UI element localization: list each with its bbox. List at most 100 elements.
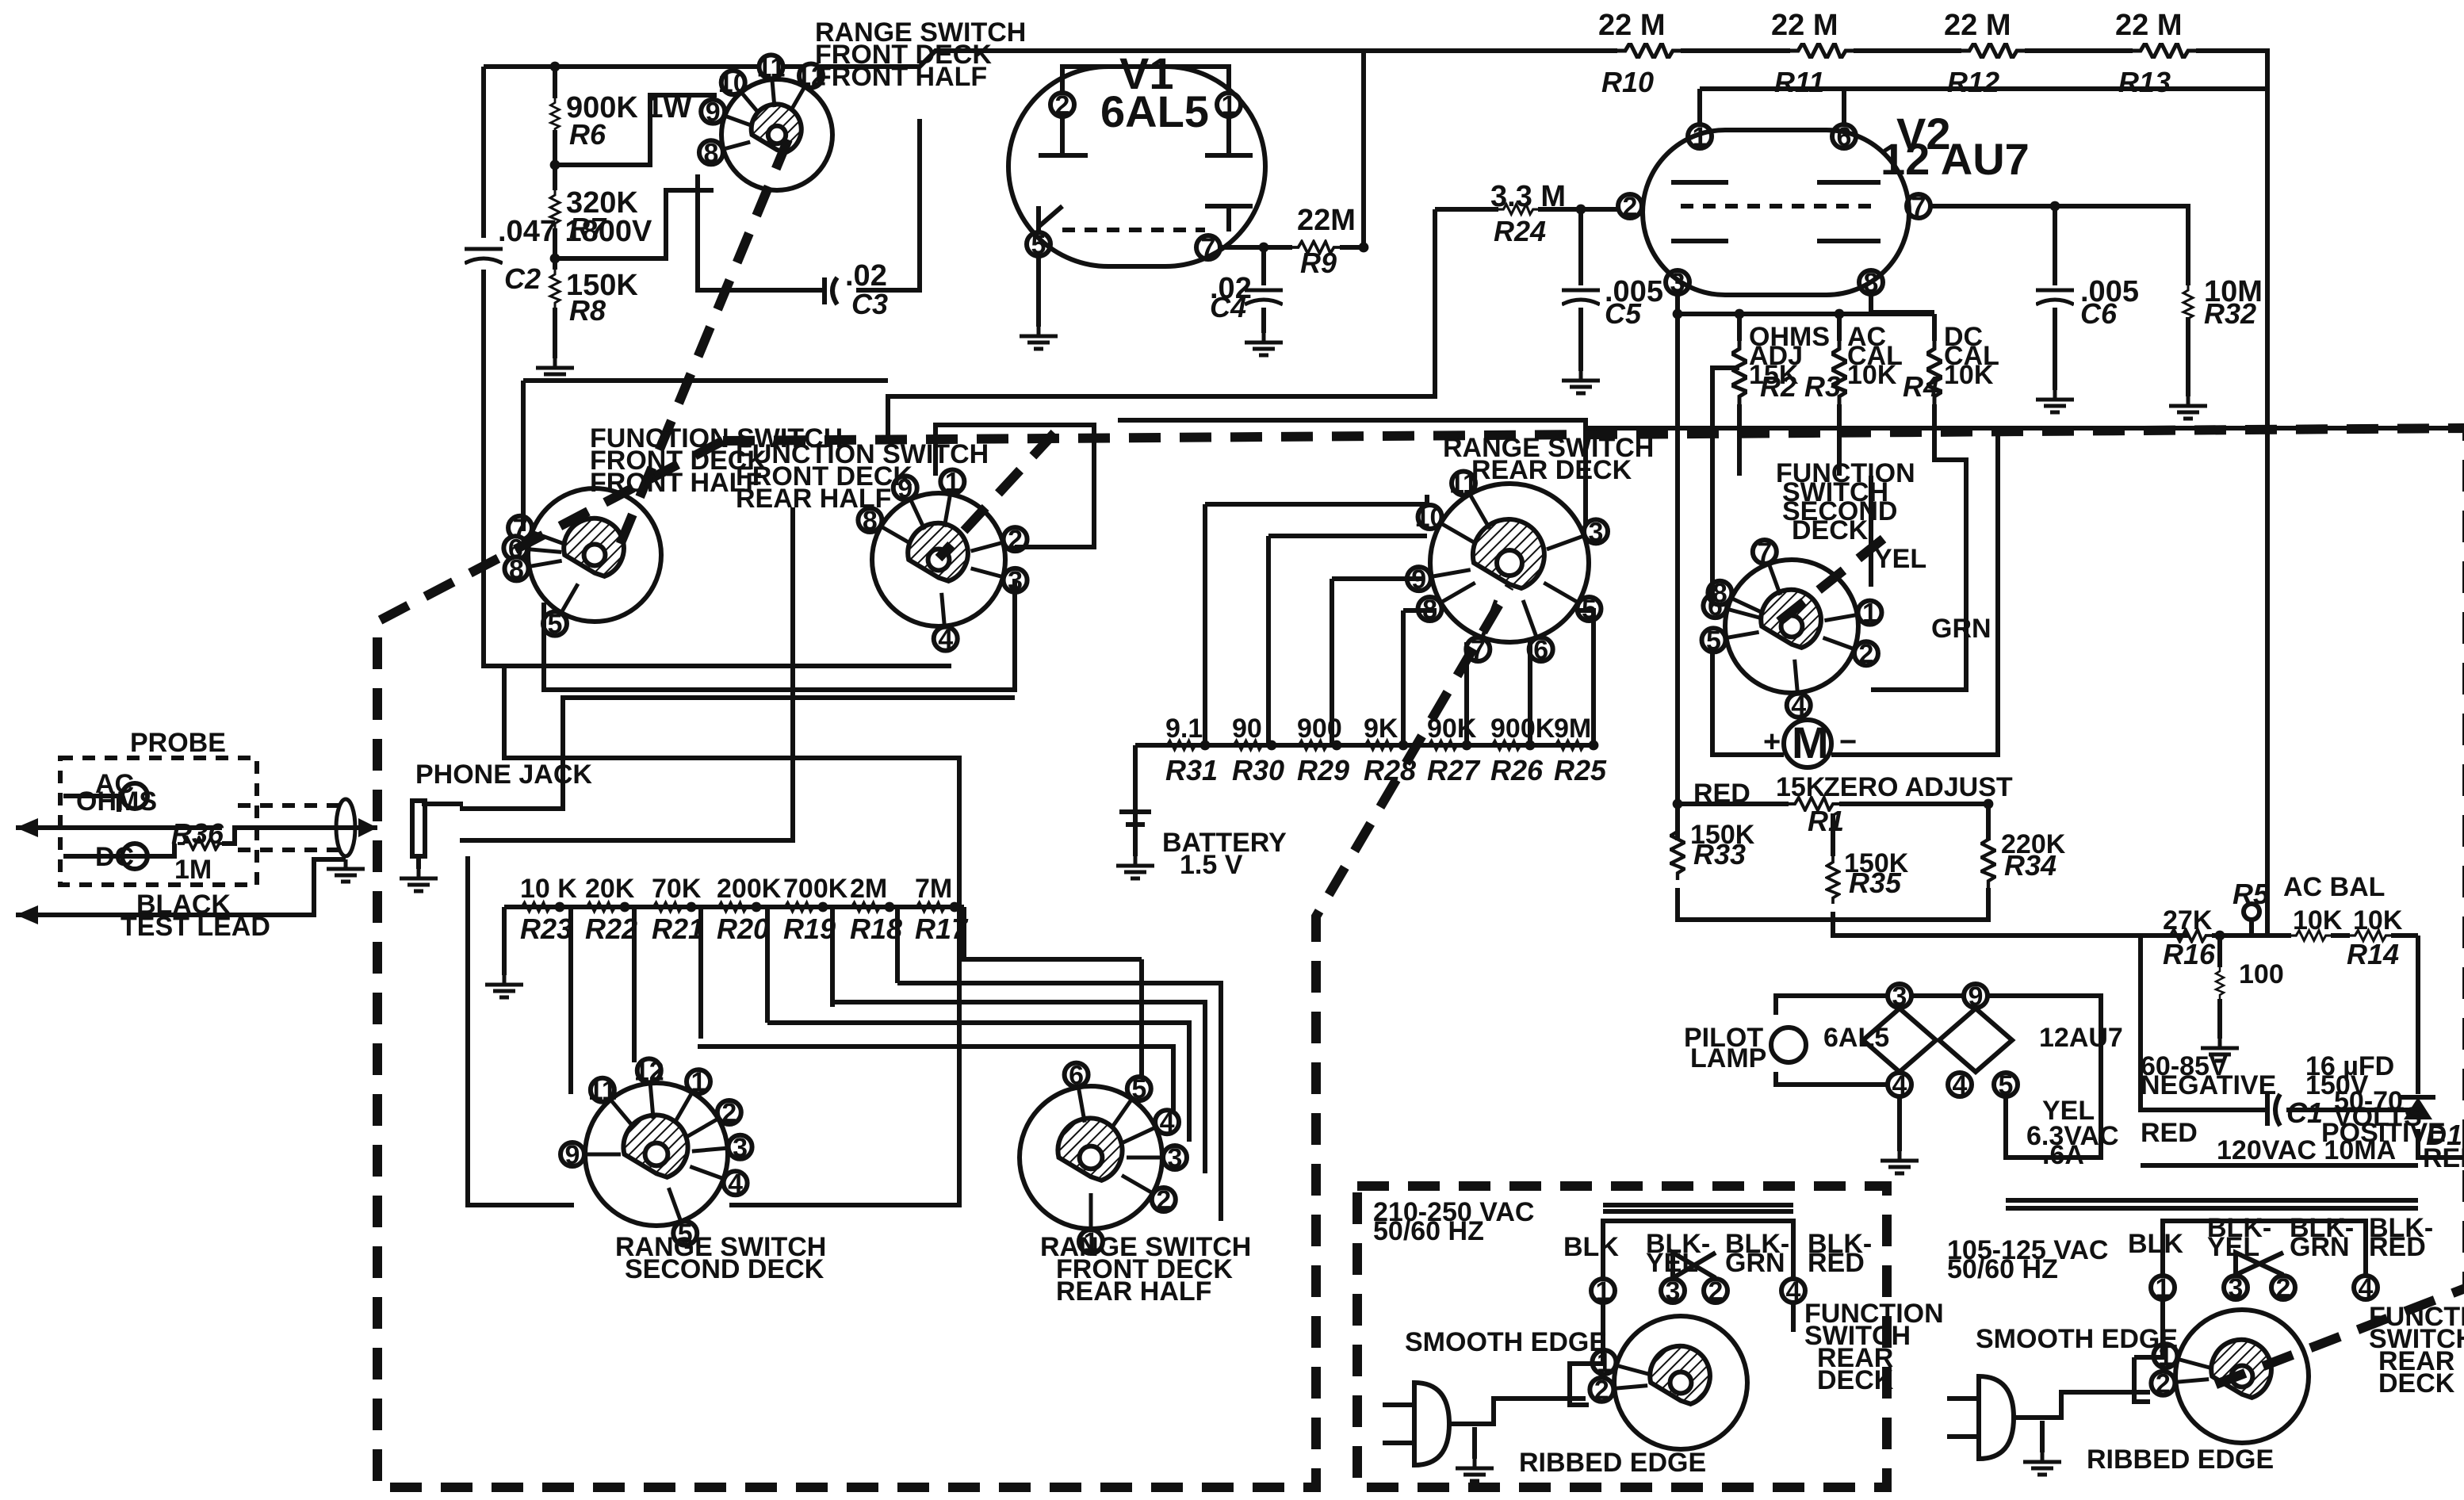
heater-circuit: PILOT LAMP 6AL5 12AU7 YEL 6.3VAC .6A [1684,1023,2123,1170]
pin-3: 3 [1161,1143,1189,1173]
meter-minus: − [1839,725,1857,759]
wire [502,666,962,1207]
pb-blkgrn2: GRN [2290,1232,2350,1262]
ac-balance: AC BAL R5 27K R16 10K 10K R14 100 [2163,872,2403,989]
lower-ladder-ref-1: R22 [585,913,637,945]
ground-symbol [327,859,365,882]
pin-1: 1 [2148,1273,2177,1303]
r8-value: 150K [566,269,638,302]
d1-red: RED [2423,1143,2464,1173]
rotary-switch [870,491,1008,629]
pin-1: 1 [684,1067,713,1097]
fra-l4: DECK [1817,1365,1894,1395]
supply-pos2: VOLTS [2334,1102,2422,1132]
dc-cal-value: 10K [1944,360,1994,390]
lower-ladder-ref-6: R17 [915,913,969,945]
r14-ref: R14 [2347,938,2399,970]
wire [935,429,1058,562]
r1-ref: R1 [1808,805,1844,837]
pin-7: 7 [1750,538,1779,568]
fsd-l3: SECOND [1782,496,1897,526]
fra-l3: REAR [1817,1343,1893,1373]
zero-adjust-label: ZERO ADJUST [1823,772,2013,802]
svg-text:7: 7 [1911,192,1926,222]
r34-value: 220K [2001,829,2066,859]
capacitor-symbol [2036,290,2074,304]
svg-text:9: 9 [1969,982,1984,1012]
upper-ladder-ref-3: R28 [1364,754,1416,786]
junction [1983,798,1994,809]
pin-2: 2 [1851,639,1881,669]
pin-3: 3 [2221,1273,2250,1303]
rrd-l1: RANGE SWITCH [1443,433,1654,463]
divider-r6-r8: 900K 1W R6 320K R7 150K R8 .047 1800V C2… [498,91,2263,330]
svg-text:5: 5 [1131,1074,1146,1104]
upper-ladder-ref-2: R29 [1297,754,1349,786]
r33-ref: R33 [1693,838,1746,871]
supply-pos3: POSITIVE [2321,1118,2446,1148]
svg-text:5: 5 [678,1219,693,1249]
ffr-l1: FUNCTION SWITCH [736,439,989,469]
svg-text:6: 6 [1069,1061,1084,1091]
svg-text:1: 1 [1596,1276,1611,1307]
wire [568,907,1142,1094]
wire [1601,1203,1796,1278]
r14-value: 10K [2353,905,2403,936]
r16-ref: R16 [2163,938,2216,970]
wire [1586,426,2464,1160]
r13-ref: R13 [2118,66,2171,98]
svg-text:12: 12 [796,62,826,92]
tube-v1: V1 6AL5 [1006,48,1268,269]
ohms-adj-l2: ADJ [1749,341,1803,371]
pin-10: 10 [718,68,748,98]
c4-value: .02 [1210,272,1252,305]
wire [410,798,463,859]
svg-text:9: 9 [706,98,721,128]
wire [1039,117,1253,158]
c3-value: .02 [845,259,887,293]
wire [1776,532,1890,626]
pin-11: 11 [587,1075,617,1106]
heater-6al5: 6AL5 [1823,1023,1889,1053]
svg-text:5: 5 [548,610,563,640]
battery-value: 1.5 V [1180,850,1243,880]
svg-text:11: 11 [757,52,786,82]
resistor-symbol [551,98,560,133]
pb-blkred2: RED [2369,1232,2426,1262]
pin-4: 4 [2351,1273,2380,1303]
svg-text:2: 2 [1859,639,1874,669]
ground-symbol [1881,1151,1919,1173]
upper-ladder-value-2: 900 [1297,714,1342,744]
r7-value: 320K [566,186,638,220]
pin-4: 4 [721,1169,750,1199]
pin-6: 6 [1830,122,1858,152]
upper-ladder-ref-5: R26 [1490,754,1544,786]
wire [614,137,793,551]
r16-value: 27K [2163,905,2213,936]
r24-ref: R24 [1494,215,1546,247]
switch-labels: FUNCTION SWITCH FRONT DECK FRONT HALF FU… [590,423,2464,1399]
pa-v2: 50/60 HZ [1373,1216,1484,1246]
resistor-symbol [2183,285,2193,323]
r5-ref: R5 [2233,878,2270,910]
pin-2: 2 [1048,90,1077,121]
pin-2: 2 [2148,1368,2178,1399]
fsd-l4: DECK [1792,515,1869,545]
svg-text:5: 5 [1706,626,1721,656]
upper-ladder-value-5: 900K [1490,714,1555,744]
svg-text:8: 8 [509,554,524,584]
pin-3: 3 [1663,268,1692,298]
rsd-l2: SECOND DECK [625,1254,825,1284]
upper-ladder-value-3: 9K [1364,714,1398,744]
pin-1: 1 [1077,1227,1105,1257]
tube-v2: V2 12 AU7 [1640,109,2030,297]
r9-value: 22M [1297,204,1356,237]
ladder-lower: 10 KR2320KR2270KR21200KR20700KR192MR187M… [520,874,969,945]
wire [1670,1248,1717,1280]
wire [1947,1390,2150,1452]
pin-11: 11 [756,52,786,82]
supply-secondary: 120VAC 10MA [2217,1135,2396,1165]
c1-ref: C1 [2286,1096,2323,1129]
wire [886,209,1437,444]
ground-symbol [1116,856,1154,878]
